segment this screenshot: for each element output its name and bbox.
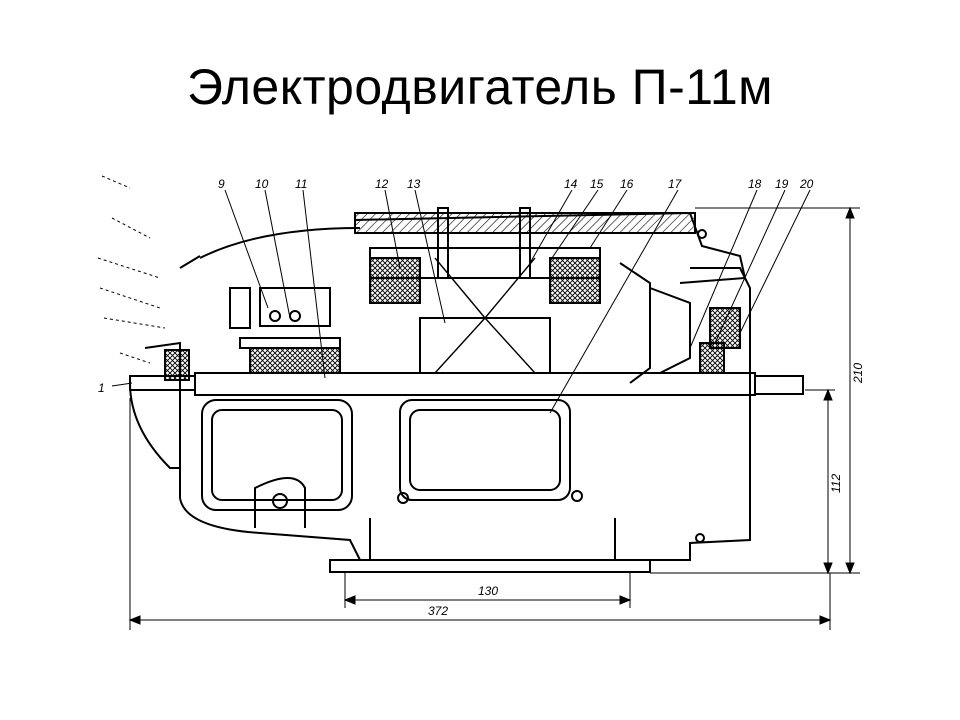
callout-19: 19 (775, 177, 789, 191)
motor-cross-section-drawing: 1 9 10 11 12 13 14 15 16 17 18 19 20 (97, 175, 865, 630)
callout-10: 10 (255, 177, 269, 191)
dimension-labels: 210 112 130 372 (428, 363, 865, 618)
callout-18: 18 (748, 177, 762, 191)
callout-labels: 1 9 10 11 12 13 14 15 16 17 18 19 20 (98, 177, 814, 395)
dimension-112: 112 (829, 474, 843, 493)
callout-1: 1 (98, 381, 105, 395)
callout-16: 16 (620, 177, 634, 191)
callout-20: 20 (799, 177, 814, 191)
motor-outline (129, 207, 804, 573)
slide-title: Электродвигатель П-11м (186, 59, 774, 115)
callout-13: 13 (407, 177, 421, 191)
callout-17: 17 (668, 177, 683, 191)
callout-14: 14 (564, 177, 578, 191)
dimension-210: 210 (851, 363, 865, 384)
dimension-130: 130 (478, 584, 498, 598)
leader-lines (97, 175, 811, 414)
callout-12: 12 (375, 177, 389, 191)
dimension-lines (128, 206, 860, 630)
callout-9: 9 (218, 177, 225, 191)
callout-15: 15 (590, 177, 604, 191)
callout-11: 11 (295, 177, 307, 191)
dimension-372: 372 (428, 604, 448, 618)
